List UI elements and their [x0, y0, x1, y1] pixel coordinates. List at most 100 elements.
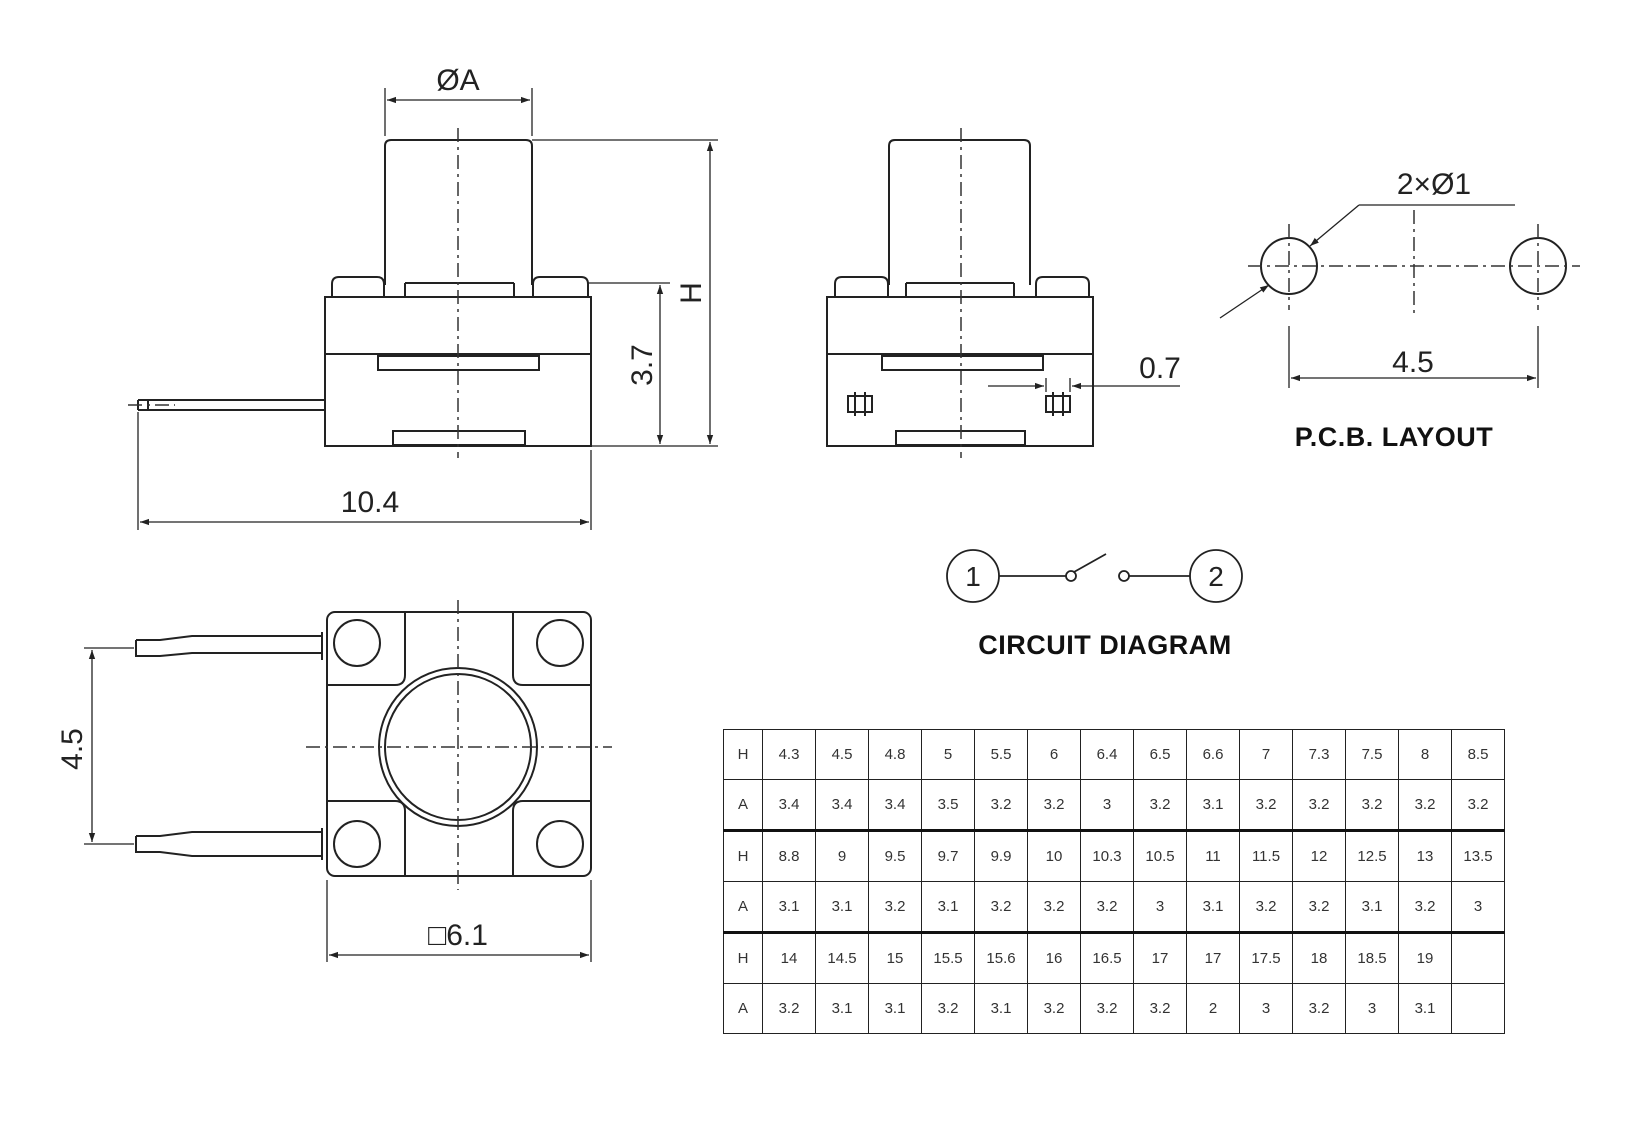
- table-cell: 10.5: [1133, 829, 1187, 882]
- table-cell: 3: [1080, 779, 1134, 831]
- pcb-centerlines: [1248, 210, 1580, 318]
- table-cell: 3.2: [1345, 779, 1399, 831]
- row-label-cell: A: [723, 779, 763, 831]
- table-cell: 6.5: [1133, 729, 1187, 780]
- table-cell: 3.2: [1080, 881, 1134, 933]
- pcb-pitch-label: 4.5: [1392, 346, 1434, 379]
- overall-length-label: 10.4: [341, 486, 399, 519]
- table-cell: 3.2: [974, 881, 1028, 933]
- table-cell: 5.5: [974, 729, 1028, 780]
- table-cell: 3.2: [762, 983, 816, 1034]
- table-cell: 7.3: [1292, 729, 1346, 780]
- table-cell: 13: [1398, 829, 1452, 882]
- table-cell: 4.3: [762, 729, 816, 780]
- table-cell: 12.5: [1345, 829, 1399, 882]
- diameter-a-label: ØA: [436, 64, 479, 97]
- row-label-cell: H: [723, 729, 763, 780]
- body-square-label: □6.1: [428, 919, 488, 952]
- table-cell: 13.5: [1451, 829, 1505, 882]
- table-cell: 4.5: [815, 729, 869, 780]
- top-view-centerlines: [306, 600, 612, 890]
- table-cell: 6: [1027, 729, 1081, 780]
- table-cell: 2: [1186, 983, 1240, 1034]
- table-cell: 4.8: [868, 729, 922, 780]
- table-cell: 3.1: [921, 881, 975, 933]
- table-cell: 3.1: [868, 983, 922, 1034]
- table-cell: 3: [1345, 983, 1399, 1034]
- table-cell: 8.5: [1451, 729, 1505, 780]
- table-cell: 19: [1398, 931, 1452, 984]
- circuit-diagram-title: CIRCUIT DIAGRAM: [978, 630, 1231, 660]
- table-cell: 3: [1133, 881, 1187, 933]
- table-cell: [1451, 983, 1505, 1034]
- table-cell: 3.2: [921, 983, 975, 1034]
- table-cell: 3: [1239, 983, 1293, 1034]
- hole-spec-label: 2×Ø1: [1397, 168, 1471, 201]
- table-cell: 3.2: [1398, 881, 1452, 933]
- table-cell: 6.6: [1186, 729, 1240, 780]
- body-height-label: 3.7: [626, 344, 659, 386]
- table-cell: [1451, 931, 1505, 984]
- table-cell: 9.5: [868, 829, 922, 882]
- front-view: [137, 139, 592, 447]
- front-view-centerline: [128, 128, 459, 458]
- table-cell: 3.2: [1027, 779, 1081, 831]
- table-cell: 3.1: [1186, 779, 1240, 831]
- table-cell: 16.5: [1080, 931, 1134, 984]
- table-cell: 3.1: [1398, 983, 1452, 1034]
- table-cell: 7.5: [1345, 729, 1399, 780]
- table-cell: 3.5: [921, 779, 975, 831]
- table-cell: 17: [1186, 931, 1240, 984]
- table-cell: 9.9: [974, 829, 1028, 882]
- table-cell: 10: [1027, 829, 1081, 882]
- table-cell: 15: [868, 931, 922, 984]
- lead-width-label: 0.7: [1139, 352, 1181, 385]
- table-cell: 3.2: [1292, 779, 1346, 831]
- circuit-diagram: [946, 549, 1243, 603]
- table-cell: 17: [1133, 931, 1187, 984]
- table-cell: 3.2: [1133, 779, 1187, 831]
- row-label-cell: A: [723, 983, 763, 1034]
- table-cell: 3.2: [1239, 881, 1293, 933]
- pcb-dimensions: [1219, 204, 1539, 388]
- table-cell: 17.5: [1239, 931, 1293, 984]
- row-label-cell: H: [723, 829, 763, 882]
- table-cell: 3.2: [1398, 779, 1452, 831]
- table-cell: 5: [921, 729, 975, 780]
- table-cell: 3.1: [974, 983, 1028, 1034]
- side-view-dimensions: [988, 378, 1180, 392]
- table-cell: 9: [815, 829, 869, 882]
- table-cell: 3.2: [1292, 881, 1346, 933]
- table-cell: 18.5: [1345, 931, 1399, 984]
- table-cell: 11.5: [1239, 829, 1293, 882]
- row-label-cell: H: [723, 931, 763, 984]
- table-cell: 11: [1186, 829, 1240, 882]
- table-cell: 3.2: [1133, 983, 1187, 1034]
- front-view-dimensions: [137, 88, 718, 530]
- side-view: [826, 139, 1094, 447]
- top-view-dimensions: [84, 647, 592, 962]
- table-cell: 16: [1027, 931, 1081, 984]
- table-cell: 3.2: [1451, 779, 1505, 831]
- side-pitch-label: 4.5: [56, 728, 89, 770]
- table-cell: 3.2: [1292, 983, 1346, 1034]
- table-cell: 3.4: [815, 779, 869, 831]
- table-cell: 3.1: [815, 881, 869, 933]
- table-cell: 8: [1398, 729, 1452, 780]
- pin-1-label: 1: [965, 561, 981, 592]
- table-cell: 3.2: [868, 881, 922, 933]
- table-cell: 14.5: [815, 931, 869, 984]
- table-cell: 3.2: [1027, 881, 1081, 933]
- table-cell: 12: [1292, 829, 1346, 882]
- table-cell: 7: [1239, 729, 1293, 780]
- pcb-layout-title: P.C.B. LAYOUT: [1295, 422, 1494, 452]
- row-label-cell: A: [723, 881, 763, 933]
- table-cell: 9.7: [921, 829, 975, 882]
- height-h-label: H: [675, 282, 708, 304]
